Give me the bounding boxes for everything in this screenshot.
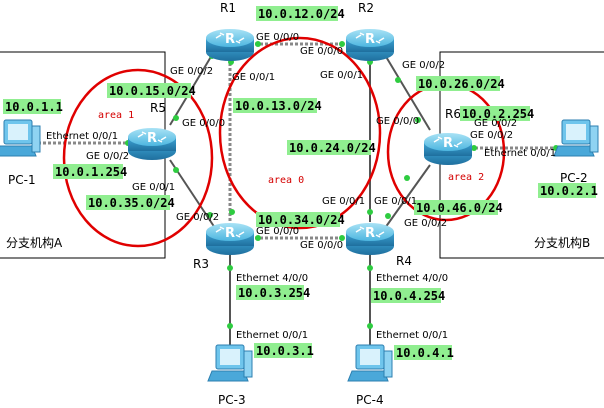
router-r1[interactable] bbox=[205, 28, 255, 62]
router-r3[interactable] bbox=[205, 222, 255, 256]
if-label: GE 0/0/0 bbox=[182, 118, 225, 129]
if-label: GE 0/0/1 bbox=[320, 70, 363, 81]
router-label: R4 bbox=[396, 254, 412, 268]
area-0-circle bbox=[218, 36, 382, 230]
if-label: GE 0/0/0 bbox=[300, 240, 343, 251]
if-label: GE 0/0/2 bbox=[176, 212, 219, 223]
if-label: GE 0/0/2 bbox=[170, 66, 213, 77]
if-label: GE 0/0/2 bbox=[470, 130, 513, 141]
ip-r6-gateway: 10.0.2.254 bbox=[462, 107, 534, 121]
if-label: GE 0/0/2 bbox=[86, 151, 129, 162]
link-r6-r4 bbox=[384, 164, 431, 229]
if-label: GE 0/0/0 bbox=[376, 116, 419, 127]
router-r5[interactable] bbox=[127, 127, 177, 161]
net-r2-r6: 10.0.26.0/24 bbox=[418, 77, 505, 91]
link-r2-r6 bbox=[384, 54, 431, 131]
net-r6-r4: 10.0.46.0/24 bbox=[416, 201, 503, 215]
interface-labels: GE 0/0/0 GE 0/0/0 GE 0/0/2 GE 0/0/1 GE 0… bbox=[46, 32, 556, 341]
pc-label: PC-4 bbox=[356, 393, 384, 407]
if-label: GE 0/0/2 bbox=[474, 118, 517, 129]
if-label: GE 0/0/1 bbox=[232, 72, 275, 83]
if-label: GE 0/0/1 bbox=[374, 196, 417, 207]
area-1-circle bbox=[62, 68, 214, 248]
net-r5-r3: 10.0.35.0/24 bbox=[88, 196, 175, 210]
if-label: GE 0/0/0 bbox=[300, 46, 343, 57]
branch-label: 分支机构B bbox=[534, 235, 590, 250]
if-label: Ethernet 0/0/1 bbox=[46, 131, 118, 142]
net-r3-r4: 10.0.34.0/24 bbox=[258, 213, 345, 227]
ip-pc2: 10.0.2.1 bbox=[540, 184, 598, 198]
area-label: area 1 bbox=[98, 110, 134, 121]
router-r4[interactable] bbox=[345, 222, 395, 256]
net-r1-r3: 10.0.13.0/24 bbox=[235, 99, 322, 113]
if-label: Ethernet 0/0/1 bbox=[484, 148, 556, 159]
if-label: Ethernet 4/0/0 bbox=[376, 273, 448, 284]
area-label: area 0 bbox=[268, 175, 304, 186]
pc-3-icon[interactable] bbox=[207, 344, 253, 382]
if-label: Ethernet 4/0/0 bbox=[236, 273, 308, 284]
link-r1-r5 bbox=[169, 49, 216, 126]
router-r2[interactable] bbox=[345, 28, 395, 62]
ip-pc3: 10.0.3.1 bbox=[256, 344, 314, 358]
ip-pc1: 10.0.1.1 bbox=[5, 100, 63, 114]
net-r2-r4: 10.0.24.0/24 bbox=[289, 141, 376, 155]
ip-r5-gateway: 10.0.1.254 bbox=[55, 165, 127, 179]
ip-r4-e400: 10.0.4.254 bbox=[373, 289, 445, 303]
net-r1-r2: 10.0.12.0/24 bbox=[258, 7, 345, 21]
router-label: R2 bbox=[358, 1, 374, 15]
pc-label: PC-1 bbox=[8, 173, 36, 187]
if-label: GE 0/0/0 bbox=[256, 226, 299, 237]
pc-label: PC-3 bbox=[218, 393, 246, 407]
branch-label: 分支机构A bbox=[6, 235, 63, 250]
pc-2-icon[interactable] bbox=[553, 119, 599, 157]
router-label: R1 bbox=[220, 1, 236, 15]
ip-r3-e400: 10.0.3.254 bbox=[238, 286, 310, 300]
ip-pc4: 10.0.4.1 bbox=[396, 346, 454, 360]
network-labels: 10.0.12.0/24 10.0.15.0/24 10.0.13.0/24 1… bbox=[3, 6, 598, 360]
pc-label: PC-2 bbox=[560, 171, 588, 185]
if-label: Ethernet 0/0/1 bbox=[236, 330, 308, 341]
area-label: area 2 bbox=[448, 172, 484, 183]
if-label: GE 0/0/1 bbox=[132, 182, 175, 193]
if-label: GE 0/0/1 bbox=[322, 196, 365, 207]
router-label: R6 bbox=[445, 107, 461, 121]
if-label: GE 0/0/0 bbox=[256, 32, 299, 43]
if-label: GE 0/0/2 bbox=[402, 60, 445, 71]
net-r1-r5: 10.0.15.0/24 bbox=[109, 84, 196, 98]
router-label: R3 bbox=[193, 257, 209, 271]
pc-1-icon[interactable] bbox=[0, 119, 41, 157]
if-label: Ethernet 0/0/1 bbox=[376, 330, 448, 341]
if-label: GE 0/0/2 bbox=[404, 218, 447, 229]
pc-4-icon[interactable] bbox=[347, 344, 393, 382]
router-r6[interactable] bbox=[423, 132, 473, 166]
router-label: R5 bbox=[150, 101, 166, 115]
